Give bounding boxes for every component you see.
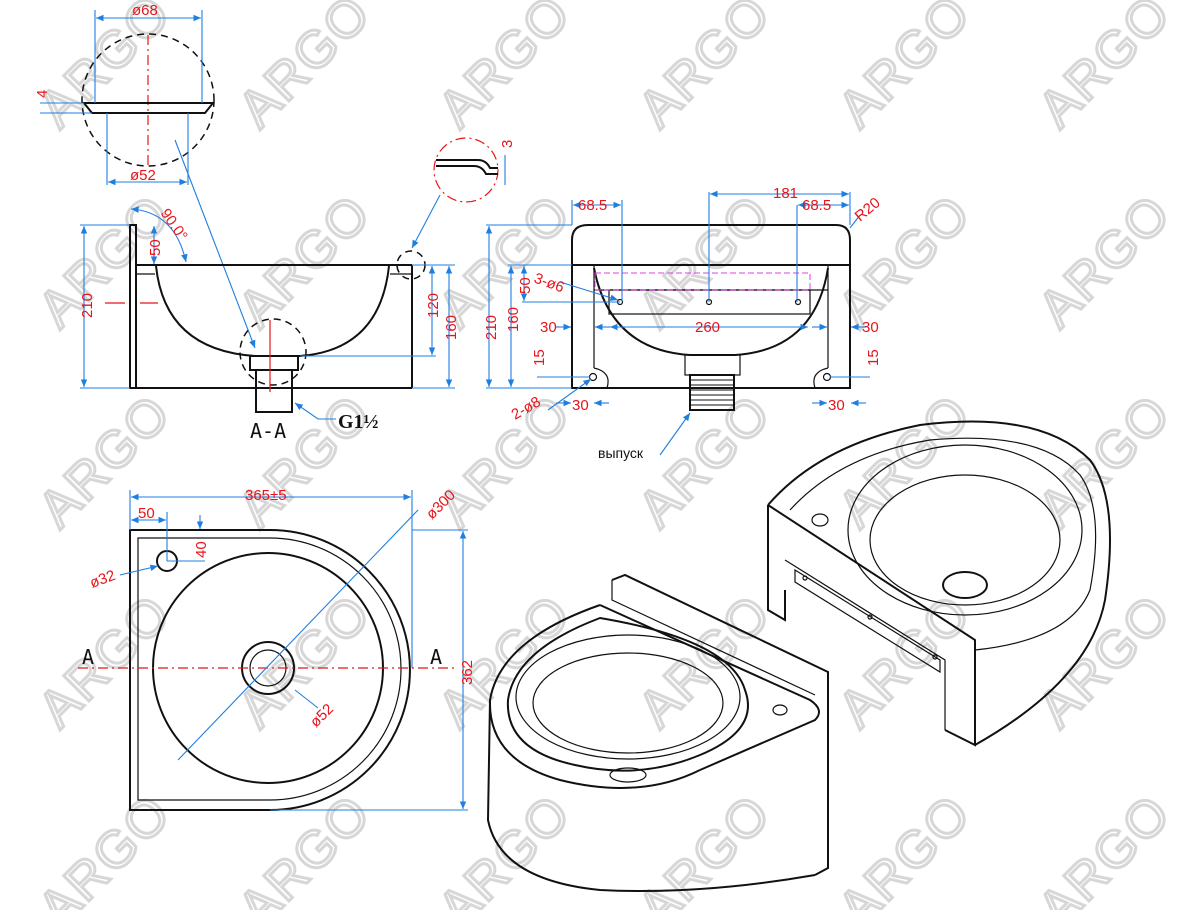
- dim-backsplash-50: 50: [147, 239, 164, 256]
- dim-dia-52-detail: ø52: [130, 167, 156, 184]
- watermark-text: ARGO: [27, 184, 182, 339]
- watermark-text: ARGO: [1027, 784, 1182, 910]
- watermark-text: ARGO: [227, 784, 382, 910]
- label-holes-3-d6: 3-ø6: [532, 270, 567, 297]
- dim-hole-height-50: 50: [517, 277, 534, 294]
- dim-hole-offset-left: 68.5: [578, 197, 607, 214]
- watermark-text: ARGO: [827, 584, 982, 739]
- dim-hole-dia-32: ø32: [88, 567, 118, 592]
- watermark-text: ARGO: [1027, 0, 1182, 138]
- dim-body-160: 160: [443, 315, 460, 340]
- dim-span-260: 260: [695, 319, 720, 336]
- dim-hole-y-40: 40: [193, 541, 210, 558]
- watermark-text: ARGO: [627, 184, 782, 339]
- watermark-text: ARGO: [427, 784, 582, 910]
- dim-side-right-30: 30: [862, 319, 879, 336]
- dim-plan-width: 365±5: [245, 487, 287, 504]
- watermark-text: ARGO: [627, 584, 782, 739]
- dim-side-left-30: 30: [540, 319, 557, 336]
- watermark-text: ARGO: [627, 384, 782, 539]
- watermark-text: ARGO: [27, 584, 182, 739]
- watermark-text: ARGO: [27, 784, 182, 910]
- detail-lip: 3: [411, 137, 516, 249]
- watermark-text: ARGO: [427, 0, 582, 138]
- watermark-text: ARGO: [227, 184, 382, 339]
- section-title: A-A: [250, 419, 286, 443]
- dim-lip-3: 3: [499, 140, 516, 148]
- isometric-view-back: [767, 420, 1111, 747]
- watermark-text: ARGO: [1027, 584, 1182, 739]
- watermark-text: ARGO: [227, 584, 382, 739]
- watermark-text: ARGO: [827, 784, 982, 910]
- dim-section-210: 210: [79, 293, 96, 318]
- watermark-text: ARGO: [27, 0, 182, 138]
- dim-lower-offset-right-30: 30: [828, 397, 845, 414]
- watermark-text: ARGO: [227, 384, 382, 539]
- dim-lower-hole-left-15: 15: [531, 349, 548, 366]
- isometric-view-front: [486, 573, 829, 892]
- dim-bowl-120: 120: [425, 293, 442, 318]
- watermark-text: ARGO: [1027, 384, 1182, 539]
- watermark-text: ARGO: [1027, 184, 1182, 339]
- watermark-text: ARGO: [427, 584, 582, 739]
- watermark-text: ARGO: [827, 384, 982, 539]
- thread-label: G1½: [338, 411, 379, 433]
- dim-plan-depth-362: 362: [459, 660, 476, 685]
- detail-drain-plate: ø68 ø52 4: [34, 2, 256, 349]
- outlet-label: выпуск: [598, 445, 644, 461]
- dim-thickness-4: 4: [34, 90, 51, 98]
- section-mark-right: A: [430, 645, 442, 669]
- watermark-text: ARGO: [627, 0, 782, 138]
- dim-lower-hole-right-15: 15: [865, 349, 882, 366]
- dim-drain-dia-52: ø52: [307, 701, 337, 731]
- watermark-text: ARGO: [427, 384, 582, 539]
- dim-front-210: 210: [483, 315, 500, 340]
- dim-dia-68: ø68: [132, 2, 158, 19]
- section-mark-left: A: [82, 645, 94, 669]
- dim-181: 181: [773, 185, 798, 202]
- dim-hole-offset-right: 68.5: [802, 197, 831, 214]
- dim-front-160: 160: [505, 307, 522, 332]
- watermark-text: ARGO: [27, 384, 182, 539]
- front-view: 68.5 181 68.5 R20 210 160 50 3-ø6 30 260…: [483, 185, 884, 461]
- dim-hole-x-50: 50: [138, 505, 155, 522]
- watermark-text: ARGO: [827, 0, 982, 138]
- watermark-text: ARGO: [227, 0, 382, 138]
- dim-lower-offset-left-30: 30: [572, 397, 589, 414]
